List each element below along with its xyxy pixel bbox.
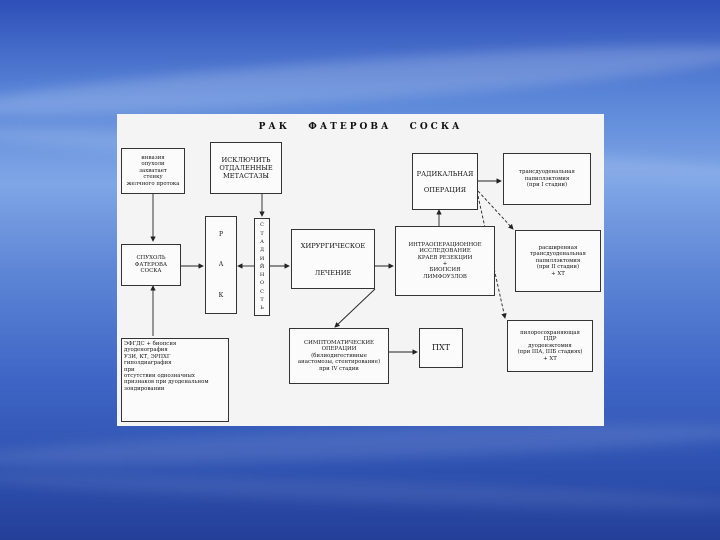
pdr-box: пилоросохраняющая ПДР дуоденэктомия (при…	[507, 320, 593, 372]
stage-letter: Й	[259, 263, 265, 270]
papilla-tumor-text: СПУХОЛЬ ФАТЕРОВА СОСКА	[134, 255, 168, 275]
papilla-tumor-box: СПУХОЛЬ ФАТЕРОВА СОСКА	[121, 244, 181, 286]
diagram-title: РАК ФАТЕРОВА СОСКА	[258, 122, 463, 132]
exclude-metastases-box: ИСКЛЮЧИТЬ ОТДАЛЕННЫЕ МЕТАСТАЗЫ	[210, 142, 282, 194]
arrow-surgical-symptomatic	[334, 288, 376, 328]
rak-letter: К	[218, 291, 224, 299]
pht-text: ПХТ	[431, 343, 450, 352]
surgical-treatment-subtitle: ЛЕЧЕНИЕ	[314, 268, 352, 277]
stage-letter: С	[260, 288, 264, 295]
stage-letter: Т	[260, 297, 264, 304]
invasion-box: инвазия опухоли захватает стенку желчног…	[121, 148, 185, 194]
pdr-text: пилоросохраняющая ПДР дуоденэктомия (при…	[517, 329, 583, 362]
symptomatic-operations-box: СИМПТОМАТИЧЕСКИЕ ОПЕРАЦИИ (билиодигестив…	[289, 328, 389, 384]
intraoperative-box: ИНТРАОПЕРАЦИОННОЕ ИССЛЕДОВАНИЕ КРАЕВ РЕЗ…	[395, 226, 495, 296]
extended-resection-box: расширенная трансдуоденальная папиллэкто…	[515, 230, 601, 292]
pht-box: ПХТ	[419, 328, 463, 368]
arrow-radical-extended	[477, 190, 514, 230]
background-wave	[0, 466, 720, 516]
rak-letter: Р	[218, 230, 224, 238]
stage-letter: А	[260, 238, 264, 245]
extended-resection-text: расширенная трансдуоденальная папиллэкто…	[530, 244, 586, 277]
invasion-text: инвазия опухоли захватает стенку желчног…	[126, 154, 180, 187]
diagnostics-text: ЭФГДС + биопсия дуоденография УЗИ, КТ, Э…	[124, 341, 209, 392]
stage-letter: Д	[259, 247, 265, 254]
stage-letter: Ь	[260, 305, 264, 312]
stage-letter: И	[259, 255, 265, 262]
exclude-metastases-text: ИСКЛЮЧИТЬ ОТДАЛЕННЫЕ МЕТАСТАЗЫ	[219, 156, 273, 180]
stage-letters-box: С Т А Д И Й Н О С Т Ь	[254, 218, 270, 316]
stage-letter: Т	[260, 230, 264, 237]
rak-letter: А	[218, 261, 224, 269]
transduodenal-box: трансдуоденальная папиллэктомия (при I с…	[503, 153, 591, 205]
radical-operation-box: РАДИКАЛЬНАЯ ОПЕРАЦИЯ	[412, 153, 478, 210]
rak-letters-box: Р А К	[205, 216, 237, 314]
stage-letter: Н	[259, 272, 265, 279]
diagnostics-box: ЭФГДС + биопсия дуоденография УЗИ, КТ, Э…	[121, 338, 229, 422]
stage-letter: О	[259, 280, 265, 287]
surgical-treatment-box: ХИРУРГИЧЕСКОЕ ЛЕЧЕНИЕ	[291, 229, 375, 289]
symptomatic-operations-text: СИМПТОМАТИЧЕСКИЕ ОПЕРАЦИИ (билиодигестив…	[297, 339, 381, 372]
intraoperative-text: ИНТРАОПЕРАЦИОННОЕ ИССЛЕДОВАНИЕ КРАЕВ РЕЗ…	[408, 241, 482, 280]
diagram-slide: РАК ФАТЕРОВА СОСКА	[117, 114, 604, 426]
surgical-treatment-title: ХИРУРГИЧЕСКОЕ	[300, 241, 366, 250]
radical-operation-text: РАДИКАЛЬНАЯ ОПЕРАЦИЯ	[416, 169, 474, 194]
transduodenal-text: трансдуоденальная папиллэктомия (при I с…	[519, 169, 575, 189]
stage-letter: С	[260, 222, 264, 229]
